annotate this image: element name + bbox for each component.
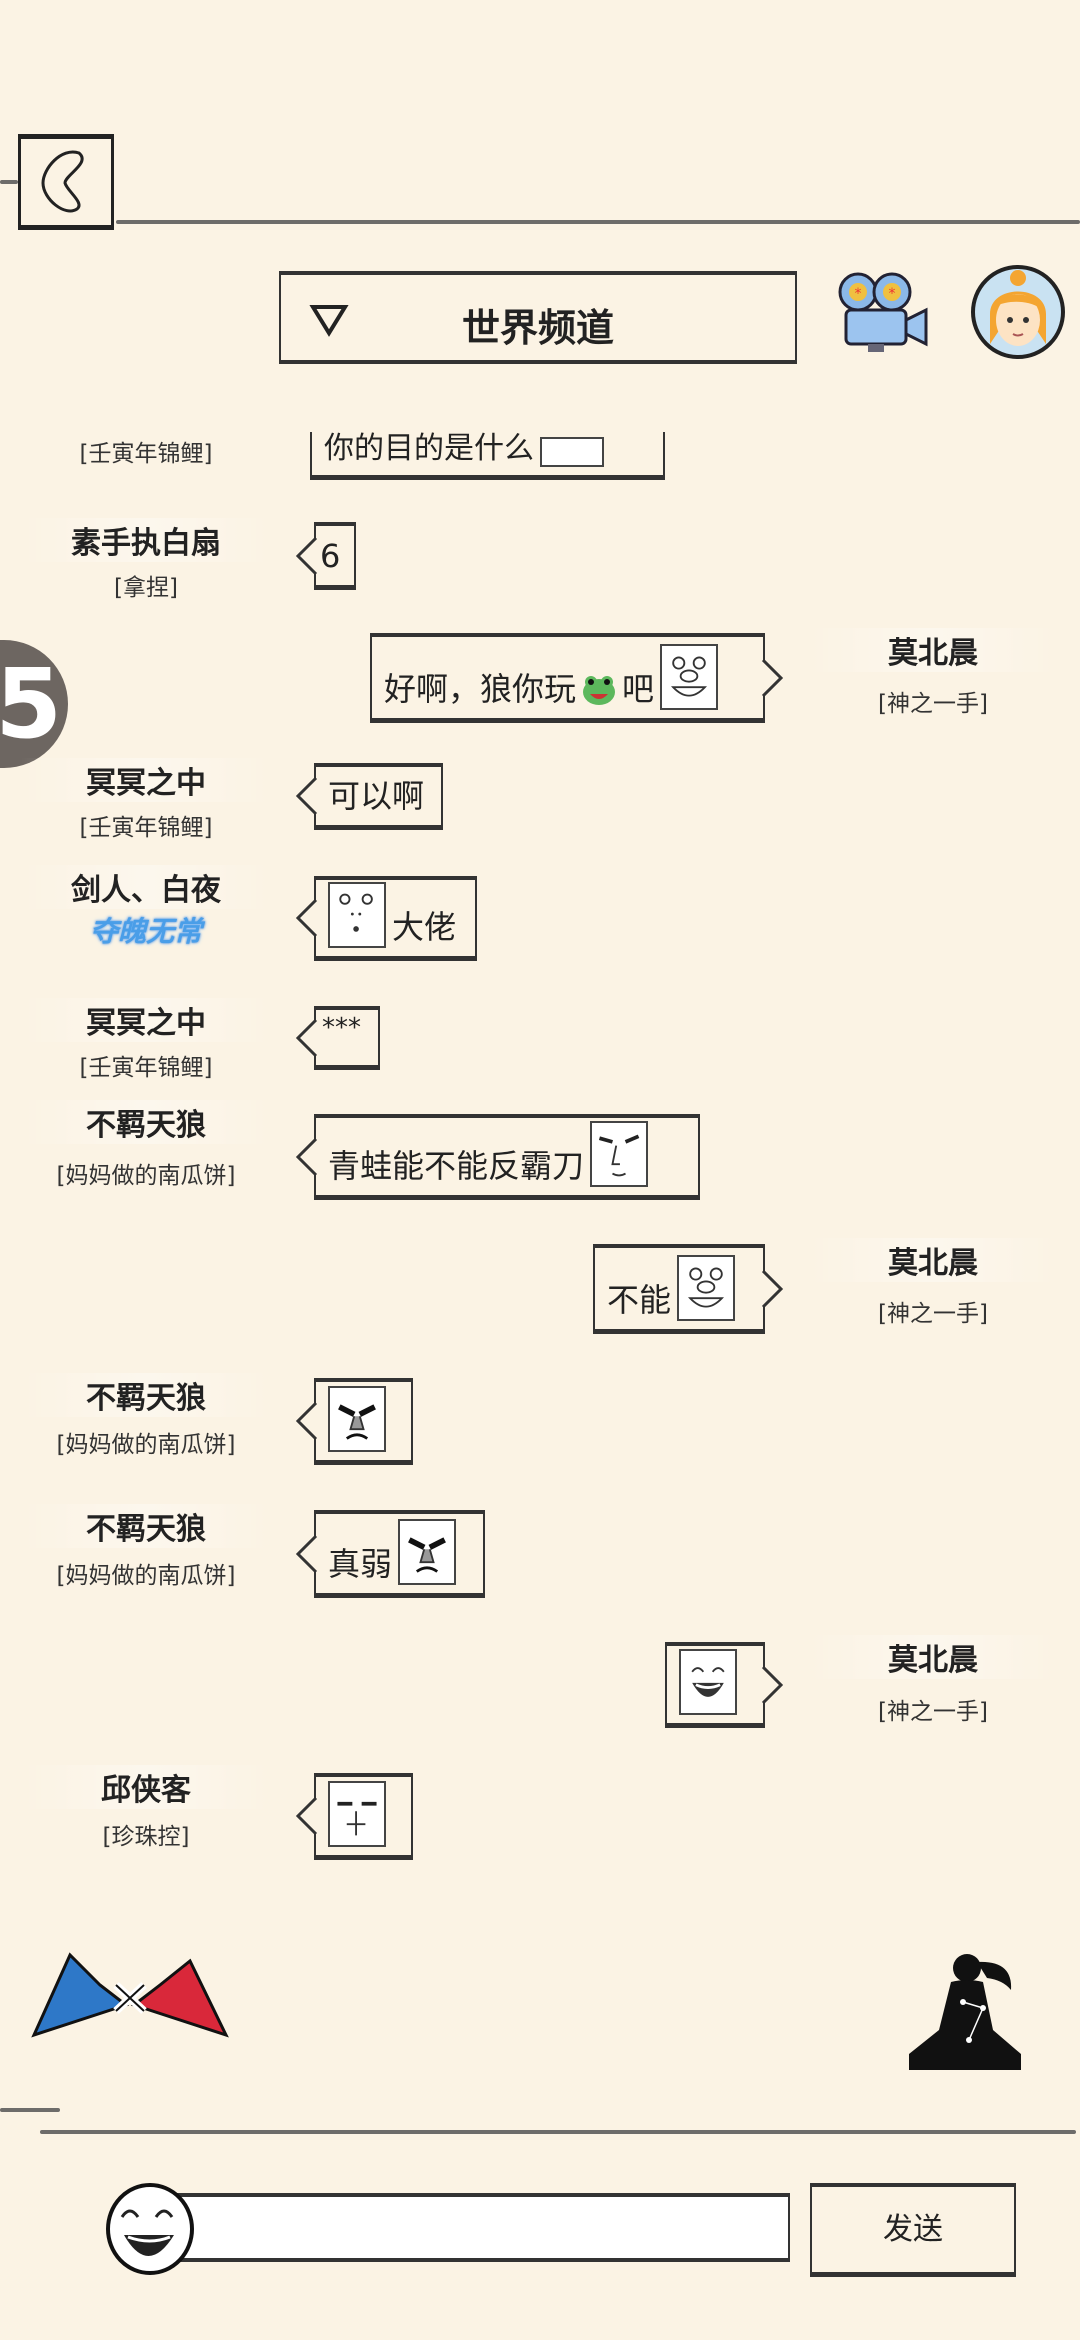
chat-input[interactable] xyxy=(176,2193,790,2262)
user-title: [壬寅年锦鲤] xyxy=(79,441,213,467)
pig-face-sticker-icon xyxy=(677,1255,736,1321)
user-title: [神之一手] xyxy=(878,691,988,717)
message-bubble[interactable]: 青蛙能不能反霸刀 xyxy=(295,1114,700,1200)
laughing-face-icon xyxy=(106,2183,194,2275)
user-name[interactable]: 冥冥之中 xyxy=(21,998,271,1042)
divider xyxy=(0,2108,60,2112)
video-camera-button[interactable]: * * xyxy=(830,268,930,364)
message-text: 真弱 xyxy=(328,1545,393,1583)
bubble-tail xyxy=(295,1796,318,1836)
back-icon xyxy=(41,150,84,213)
divider xyxy=(0,180,18,184)
bubble-tail xyxy=(295,1137,318,1176)
floating-number-badge[interactable]: 5 xyxy=(0,640,68,768)
message-bubble[interactable]: 好啊，狼你玩 吧 xyxy=(370,633,784,723)
message-text: 6 xyxy=(320,537,341,575)
message-bubble[interactable]: 可以啊 xyxy=(295,763,443,830)
dropdown-triangle-icon xyxy=(309,305,349,337)
message-text: 不能 xyxy=(607,1281,672,1319)
message-bubble[interactable] xyxy=(295,1378,413,1465)
send-label: 发送 xyxy=(883,2212,943,2247)
back-button[interactable] xyxy=(18,134,114,230)
pig-face-sticker-icon xyxy=(660,644,719,710)
user-name[interactable]: 莫北晨 xyxy=(808,1238,1058,1282)
user-title: [壬寅年锦鲤] xyxy=(79,815,213,841)
user-name[interactable]: 不羁天狼 xyxy=(21,1100,271,1144)
message-text: *** xyxy=(322,1013,361,1043)
squint-face-sticker-icon xyxy=(328,1781,386,1847)
emoji-button[interactable] xyxy=(104,2183,196,2279)
user-name[interactable]: 莫北晨 xyxy=(808,1635,1058,1679)
user-title: [神之一手] xyxy=(878,1699,988,1725)
message-bubble[interactable]: *** xyxy=(295,1006,380,1070)
channel-title: 世界频道 xyxy=(461,306,614,350)
user-name[interactable]: 素手执白扇 xyxy=(21,518,271,562)
svg-text:*: * xyxy=(889,286,896,302)
bubble-tail xyxy=(295,898,318,938)
user-title: [神之一手] xyxy=(878,1301,988,1327)
message-bubble[interactable]: 你的目的是什么 xyxy=(310,431,665,480)
floating-number: 5 xyxy=(0,648,62,760)
send-button[interactable]: 发送 xyxy=(810,2183,1016,2277)
user-title: [妈妈做的南瓜饼] xyxy=(56,1432,236,1458)
angry-face-sticker-icon xyxy=(398,1519,457,1585)
channel-selector[interactable]: 世界频道 xyxy=(279,271,797,364)
svg-text:*: * xyxy=(855,286,862,302)
user-name[interactable]: 邱侠客 xyxy=(21,1765,271,1809)
message-text: 可以啊 xyxy=(328,777,425,815)
bubble-tail xyxy=(295,536,318,575)
video-camera-icon: * * xyxy=(838,272,928,352)
pvp-logo[interactable] xyxy=(30,1945,230,2049)
sticker-icon xyxy=(540,437,604,467)
user-title: [珍珠控] xyxy=(102,1824,190,1850)
user-title: [妈妈做的南瓜饼] xyxy=(56,1563,236,1589)
user-title: [拿捏] xyxy=(114,575,178,601)
laughing-face-sticker-icon xyxy=(679,1649,737,1715)
message-bubble[interactable]: 不能 xyxy=(593,1244,784,1334)
avatar-icon xyxy=(971,265,1065,359)
meditation-mode-button[interactable] xyxy=(903,1950,1033,2084)
message-bubble[interactable]: 6 xyxy=(295,522,356,590)
user-name[interactable]: 不羁天狼 xyxy=(21,1373,271,1417)
surprised-face-sticker-icon xyxy=(328,882,386,948)
bubble-tail xyxy=(761,658,784,697)
angry-face-sticker-icon xyxy=(328,1386,386,1452)
bubble-tail xyxy=(295,776,318,816)
user-name[interactable]: 莫北晨 xyxy=(808,628,1058,672)
avatar-button[interactable] xyxy=(968,264,1068,364)
bubble-tail xyxy=(295,1018,318,1057)
message-bubble[interactable] xyxy=(295,1773,413,1860)
message-bubble[interactable]: 真弱 xyxy=(295,1510,485,1598)
meditating-figure-icon xyxy=(909,1954,1021,2070)
message-text: 大佬 xyxy=(392,908,457,946)
bubble-tail xyxy=(761,1269,784,1308)
smug-face-sticker-icon xyxy=(590,1121,649,1187)
user-name[interactable]: 剑人、白夜 xyxy=(21,865,271,909)
header-divider xyxy=(116,220,1080,224)
user-title: [妈妈做的南瓜饼] xyxy=(56,1163,236,1189)
message-bubble[interactable]: 大佬 xyxy=(295,876,477,961)
message-bubble[interactable] xyxy=(665,1642,784,1728)
crossed-fighters-icon xyxy=(31,1952,229,2038)
footer-divider xyxy=(40,2130,1076,2134)
message-text: 吧 xyxy=(622,670,655,708)
bubble-tail xyxy=(761,1665,784,1704)
user-name[interactable]: 不羁天狼 xyxy=(21,1504,271,1548)
frog-emoji-icon xyxy=(583,676,616,705)
user-name[interactable]: 冥冥之中 xyxy=(21,758,271,802)
bubble-tail xyxy=(295,1534,318,1573)
user-title: [壬寅年锦鲤] xyxy=(79,1055,213,1081)
message-text: 你的目的是什么 xyxy=(324,431,534,466)
message-text: 青蛙能不能反霸刀 xyxy=(328,1147,585,1185)
bubble-tail xyxy=(295,1401,318,1441)
chat-list[interactable]: [壬寅年锦鲤] 你的目的是什么 素手执白扇 [拿捏] 6 好啊，狼你玩 吧 莫北… xyxy=(0,431,1080,1912)
user-title-badge: 夺魄无常 xyxy=(89,915,202,948)
message-text: 好啊，狼你玩 xyxy=(384,670,577,708)
